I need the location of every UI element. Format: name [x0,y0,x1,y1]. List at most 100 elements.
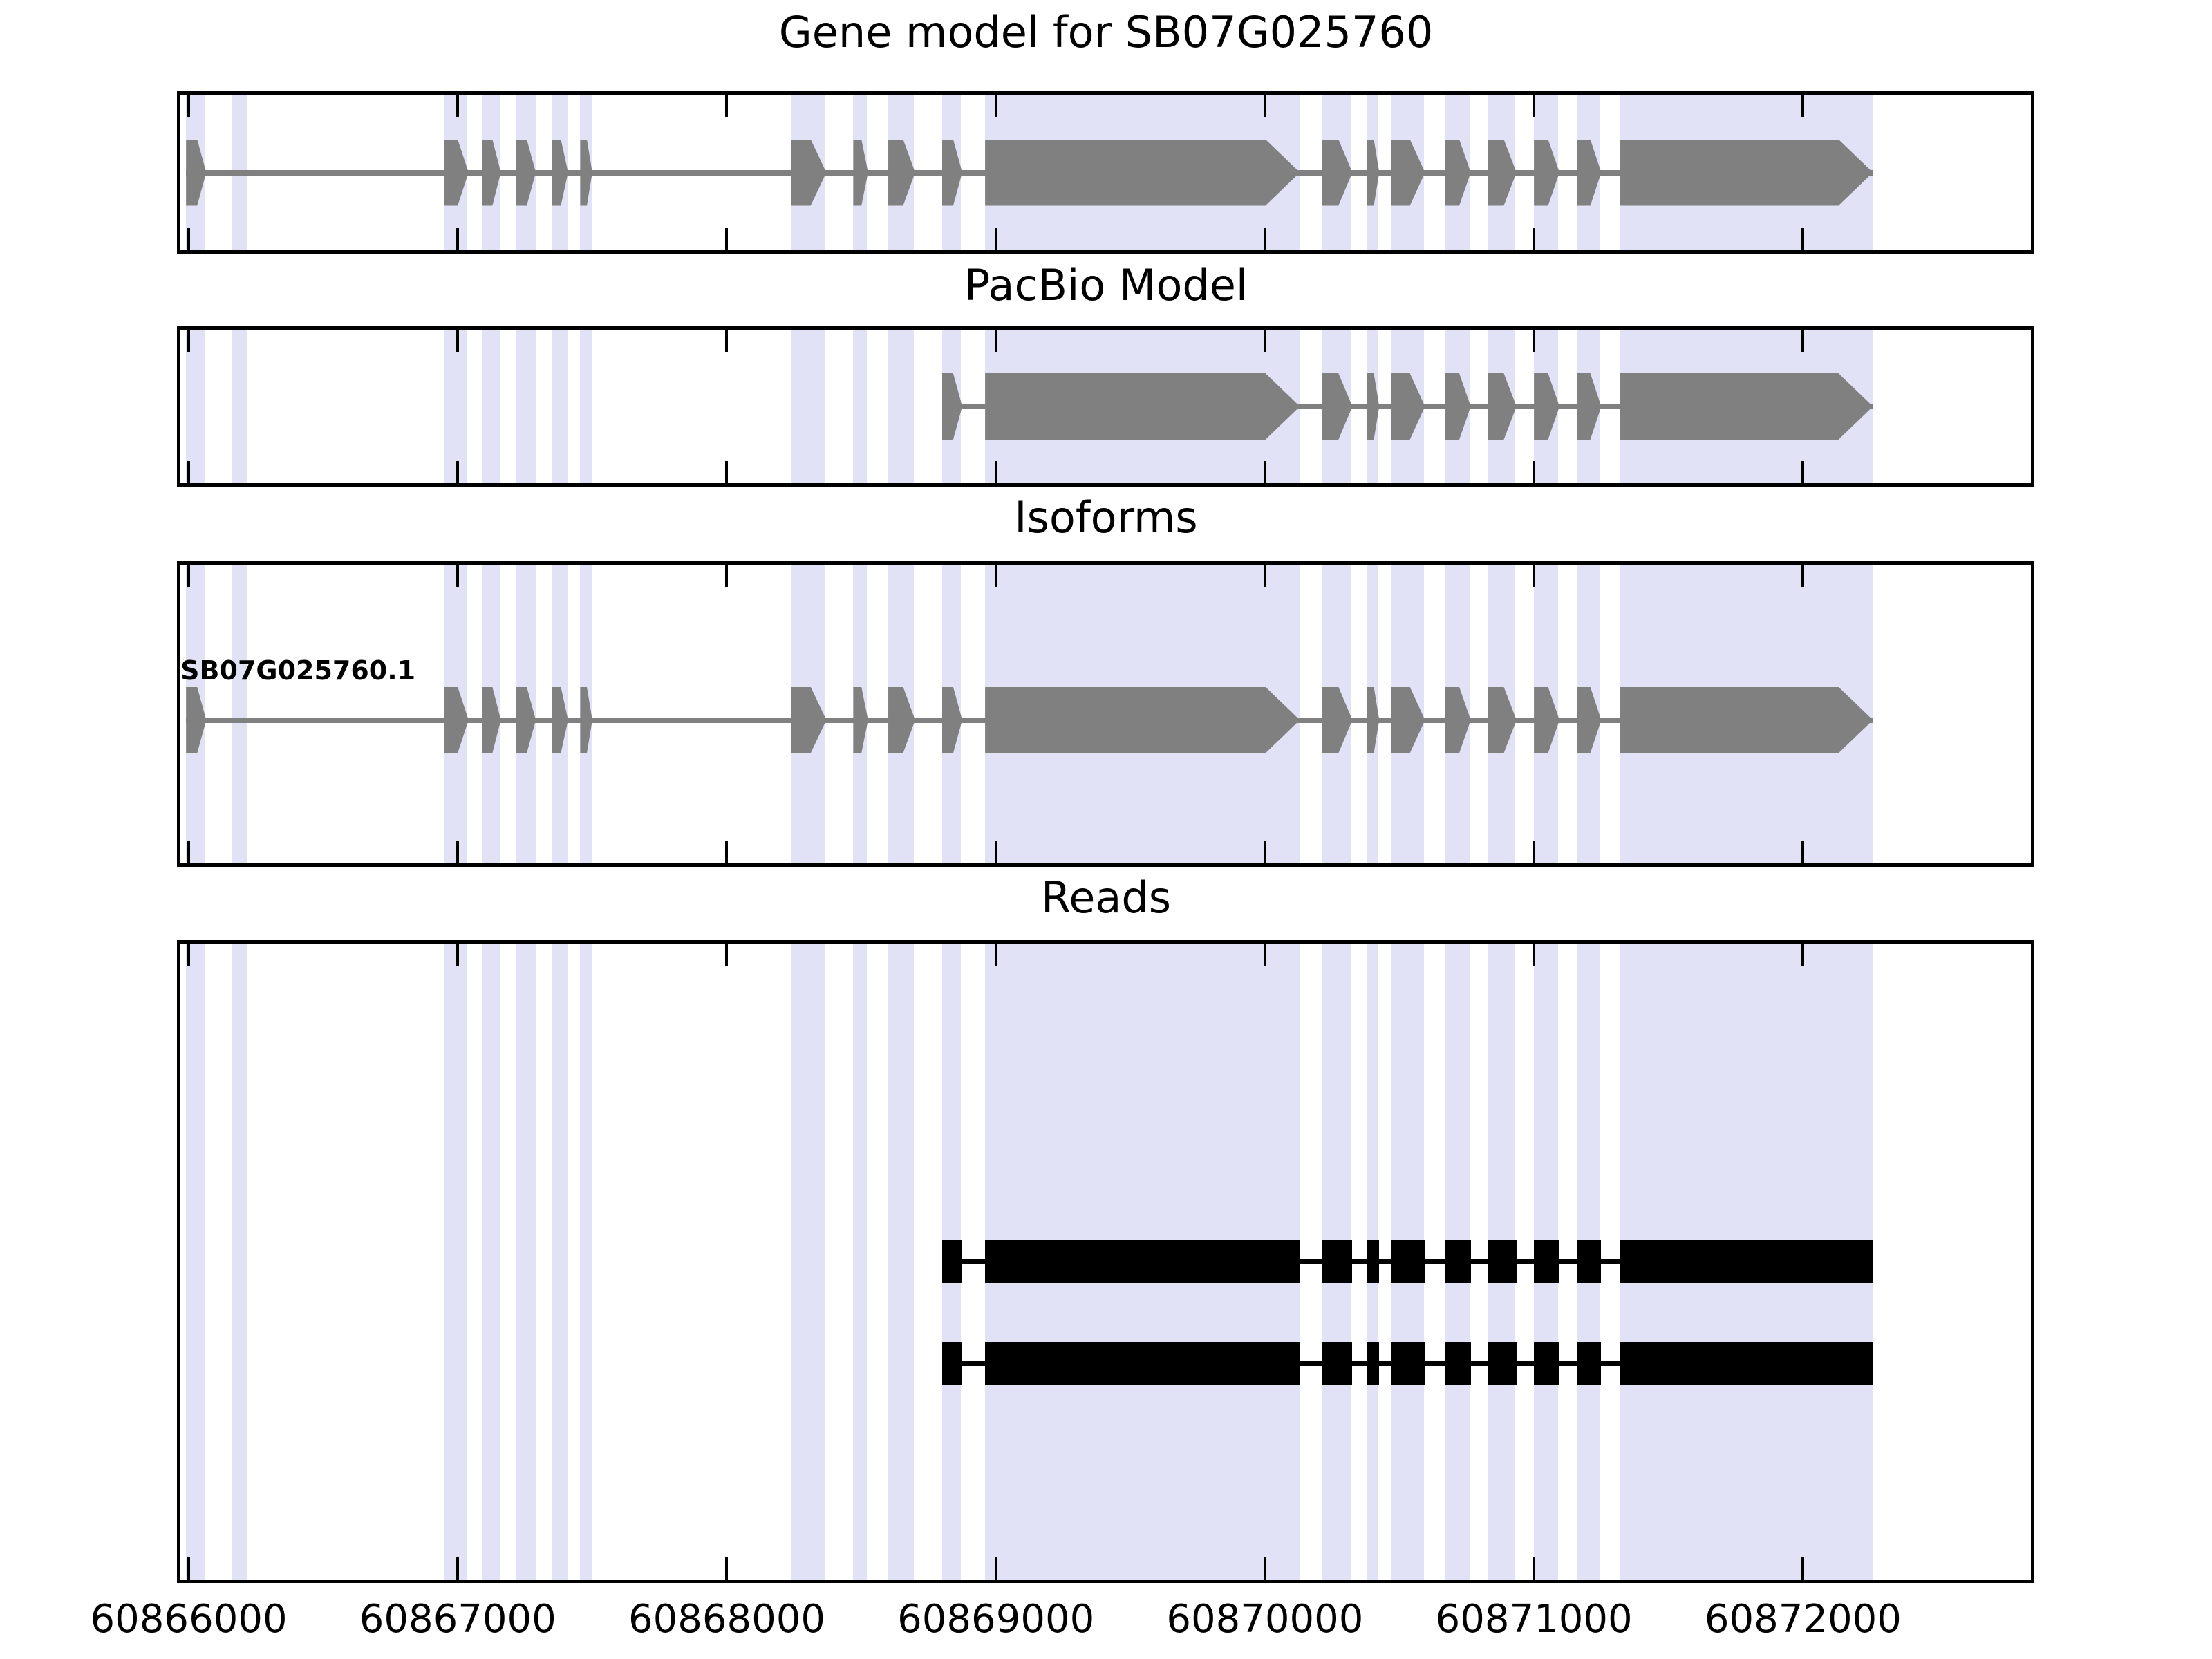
axis-tick [994,461,997,483]
exon [552,686,568,753]
x-tick-label: 60866000 [90,1597,288,1642]
axis-tick [456,944,460,966]
exon [985,1240,1300,1283]
exon [552,139,568,206]
exon [1577,1342,1602,1385]
panel-title-isoforms: Isoforms [1014,492,1198,543]
axis-tick [187,841,191,863]
highlight-band [186,944,205,1580]
exon [941,1342,963,1385]
highlight-band [791,330,825,483]
axis-tick [1263,1557,1266,1580]
axis-tick [456,95,460,117]
highlight-band [791,944,825,1580]
exon [1534,1240,1560,1283]
axis-tick [187,944,191,966]
axis-tick [1533,330,1536,352]
exon [1367,1342,1380,1385]
axis-tick [1533,565,1536,587]
highlight-band [580,944,592,1580]
exon [1488,1342,1517,1385]
exon [1391,1342,1425,1385]
x-tick-label: 60867000 [359,1597,556,1642]
axis-tick [994,228,997,250]
axis-tick [1533,841,1536,863]
exon [1367,1240,1380,1283]
axis-tick [1263,944,1266,966]
axis-tick [1263,228,1266,250]
axis-tick [456,330,460,352]
axis-tick [187,1557,191,1580]
highlight-band [232,565,247,863]
highlight-band [482,330,500,483]
highlight-band [444,330,467,483]
highlight-band [186,330,205,483]
highlight-band [888,330,914,483]
exon [580,686,592,753]
exon [985,1342,1300,1385]
axis-tick [725,1557,729,1580]
axis-tick [456,841,460,863]
axis-tick [1263,565,1266,587]
exon [580,139,592,206]
highlight-band [444,944,467,1580]
axis-tick [994,95,997,117]
exon [1367,373,1379,440]
axis-tick [1533,95,1536,117]
highlight-band [853,944,867,1580]
axis-tick [994,1557,997,1580]
panel-title-reads: Reads [1040,872,1172,923]
axis-tick [725,330,729,352]
highlight-band [552,944,568,1580]
panel-pacbio-model [177,326,2034,487]
panel-title-gene-model: Gene model for SB07G025760 [778,7,1434,57]
highlight-band [853,330,867,483]
isoform-label: SB07G025760.1 [180,655,416,686]
x-tick-label: 60869000 [897,1597,1095,1642]
highlight-band [888,944,914,1580]
highlight-band [482,944,500,1580]
exon [1488,1240,1517,1283]
axis-tick [1533,228,1536,250]
exon [1577,1240,1602,1283]
axis-tick [725,461,729,483]
axis-tick [456,565,460,587]
exon [1321,1240,1353,1283]
exon [1367,686,1379,753]
exon [1367,139,1379,206]
exon [1321,1342,1353,1385]
x-tick-label: 60868000 [628,1597,825,1642]
axis-tick [994,565,997,587]
axis-tick [1263,330,1266,352]
axis-tick [1801,330,1805,352]
axis-tick [1263,95,1266,117]
axis-tick [725,944,729,966]
axis-tick [725,565,729,587]
axis-tick [187,565,191,587]
axis-tick [1263,841,1266,863]
highlight-band [515,330,536,483]
axis-tick [1801,565,1805,587]
exon [853,139,868,206]
axis-tick [994,330,997,352]
exon [1445,1342,1471,1385]
exon [1534,1342,1560,1385]
panel-gene-model [177,91,2034,254]
exon [1620,1240,1873,1283]
x-tick-label: 60871000 [1435,1597,1633,1642]
axis-tick [725,95,729,117]
axis-tick [187,95,191,117]
axis-tick [456,228,460,250]
axis-tick [1801,944,1805,966]
panel-reads [177,940,2034,1583]
exon [1620,1342,1873,1385]
axis-tick [1801,1557,1805,1580]
axis-tick [456,1557,460,1580]
exon [985,373,1300,440]
exon [1620,686,1873,753]
axis-tick [1533,461,1536,483]
exon [985,139,1300,206]
axis-tick [725,841,729,863]
axis-tick [187,461,191,483]
